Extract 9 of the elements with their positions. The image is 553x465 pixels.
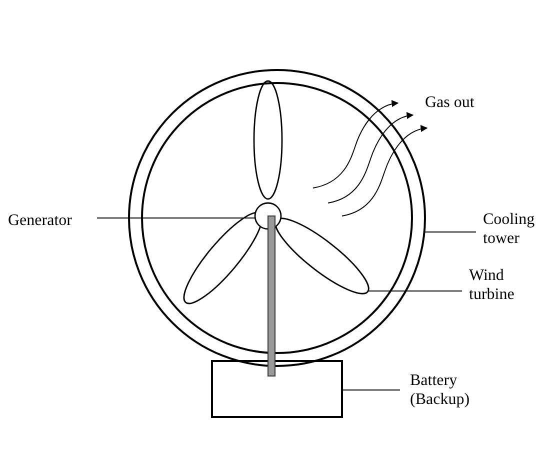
wind-turbine-drawing [183, 80, 370, 304]
gas-out-label: Gas out [425, 93, 474, 112]
generator-label: Generator [8, 211, 98, 230]
wind-turbine-label: Wind turbine [469, 266, 529, 304]
battery-box [211, 360, 343, 418]
leader-line [368, 290, 462, 292]
battery-label: Battery (Backup) [410, 371, 500, 409]
cooling-tower-ring [128, 69, 426, 367]
cooling-tower-label: Cooling tower [483, 210, 543, 248]
